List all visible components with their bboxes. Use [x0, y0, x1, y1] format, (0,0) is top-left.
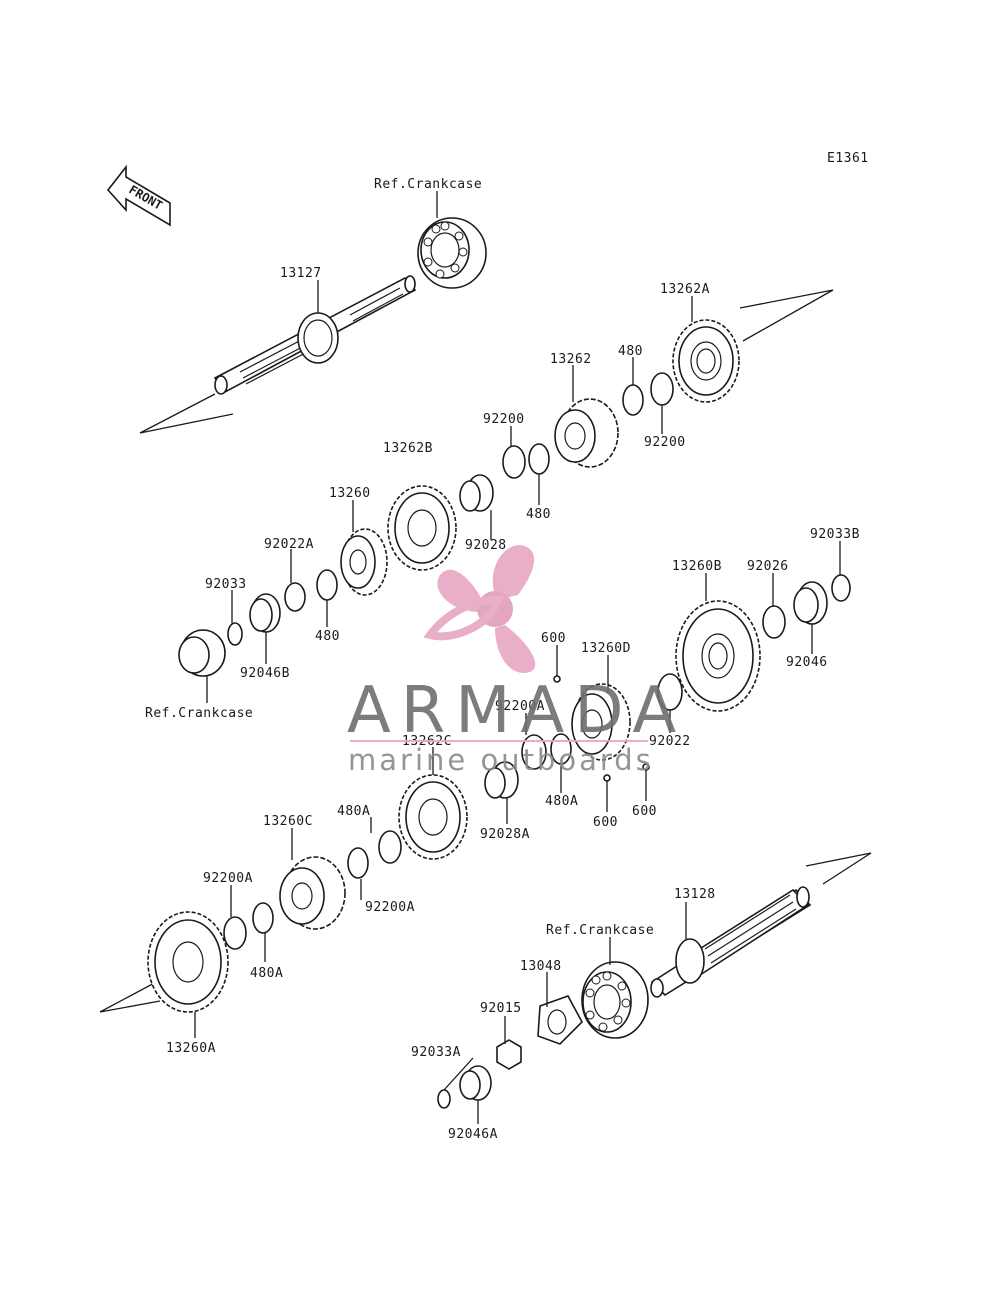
needle-bearing-92046B — [249, 593, 281, 633]
label-92033A: 92033A — [411, 1045, 461, 1060]
nut-92015 — [496, 1039, 522, 1070]
label-92022: 92022 — [649, 734, 691, 749]
leader-lines — [194, 191, 841, 1124]
label-480A-mid: 480A — [545, 794, 578, 809]
gear-13262A — [672, 319, 740, 403]
label-ref-crankcase-top: Ref.Crankcase — [374, 177, 482, 192]
label-480A-lower: 480A — [250, 966, 283, 981]
label-92046A: 92046A — [448, 1127, 498, 1142]
gear-13260B — [675, 600, 761, 712]
label-ref-crankcase-left: Ref.Crankcase — [145, 706, 253, 721]
washer-92026 — [762, 605, 786, 639]
washer-92022A — [284, 582, 306, 612]
label-92200-right: 92200 — [644, 435, 686, 450]
gear-13262 — [554, 398, 619, 468]
washer-92200A-lower — [378, 830, 402, 864]
diagram-code: E1361 — [827, 151, 869, 166]
output-shaft-13128 — [650, 852, 872, 998]
circlip-92033 — [227, 622, 243, 646]
needle-bearing-92046A — [459, 1065, 492, 1101]
label-92046: 92046 — [786, 655, 828, 670]
label-480-b: 480 — [526, 507, 551, 522]
gear-13260 — [340, 528, 388, 596]
label-480A-upper: 480A — [337, 804, 370, 819]
label-92046B: 92046B — [240, 666, 290, 681]
collar-13048 — [537, 995, 583, 1045]
circlip-480-c — [316, 569, 338, 601]
label-13262B: 13262B — [383, 441, 433, 456]
label-92033: 92033 — [205, 577, 247, 592]
part-number-labels: Ref.Crankcase 13127 13262A 480 13262 922… — [145, 177, 860, 1142]
needle-bearing-92028 — [459, 474, 494, 512]
washer-92200A-mid — [521, 734, 547, 770]
label-600-b: 600 — [593, 815, 618, 830]
bearing-crankcase-left — [178, 629, 226, 677]
circlip-92033B — [831, 574, 851, 602]
label-13128: 13128 — [674, 887, 716, 902]
label-13260A: 13260A — [166, 1041, 216, 1056]
label-13262A: 13262A — [660, 282, 710, 297]
label-92200A-lower: 92200A — [365, 900, 415, 915]
washer-92200-right — [650, 372, 674, 406]
watermark-title: ARMADA — [347, 674, 686, 748]
label-13127: 13127 — [280, 266, 322, 281]
watermark-subtitle: marine outboards — [348, 743, 654, 777]
gear-13260C — [279, 856, 346, 930]
label-480-c: 480 — [315, 629, 340, 644]
washer-92200A-left — [223, 916, 247, 950]
washer-92200-top — [502, 445, 526, 479]
circlip-480-b — [528, 443, 550, 475]
circlip-92033A — [437, 1089, 451, 1109]
needle-bearing-92046 — [793, 581, 828, 625]
watermark: ARMADA marine outboards — [347, 545, 686, 777]
label-13048: 13048 — [520, 959, 562, 974]
bearing-crankcase-top — [417, 217, 487, 289]
needle-bearing-92028A — [484, 761, 519, 799]
label-13260B: 13260B — [672, 559, 722, 574]
label-92028A: 92028A — [480, 827, 530, 842]
circlip-480A-lower — [252, 902, 274, 934]
label-92200-top: 92200 — [483, 412, 525, 427]
label-13260D: 13260D — [581, 641, 631, 656]
label-600-a: 600 — [541, 631, 566, 646]
label-92026: 92026 — [747, 559, 789, 574]
label-ref-crankcase-bottom: Ref.Crankcase — [546, 923, 654, 938]
bearing-crankcase-bottom — [581, 961, 649, 1039]
label-13260C: 13260C — [263, 814, 313, 829]
circlip-480-a — [622, 384, 644, 416]
propeller-logo-icon — [423, 545, 536, 673]
label-600-c: 600 — [632, 804, 657, 819]
label-13260: 13260 — [329, 486, 371, 501]
gear-13260A — [99, 911, 229, 1013]
label-92028: 92028 — [465, 538, 507, 553]
input-shaft-13127 — [139, 275, 834, 434]
gear-13262B — [387, 485, 457, 571]
label-92033B: 92033B — [810, 527, 860, 542]
label-92200A-left: 92200A — [203, 871, 253, 886]
label-92015: 92015 — [480, 1001, 522, 1016]
front-arrow-icon: FRONT — [106, 164, 171, 227]
label-480-a: 480 — [618, 344, 643, 359]
label-92200A-mid: 92200A — [495, 699, 545, 714]
label-92022A: 92022A — [264, 537, 314, 552]
gear-13262C — [398, 774, 468, 860]
label-13262: 13262 — [550, 352, 592, 367]
circlip-480A-upper — [347, 847, 369, 879]
